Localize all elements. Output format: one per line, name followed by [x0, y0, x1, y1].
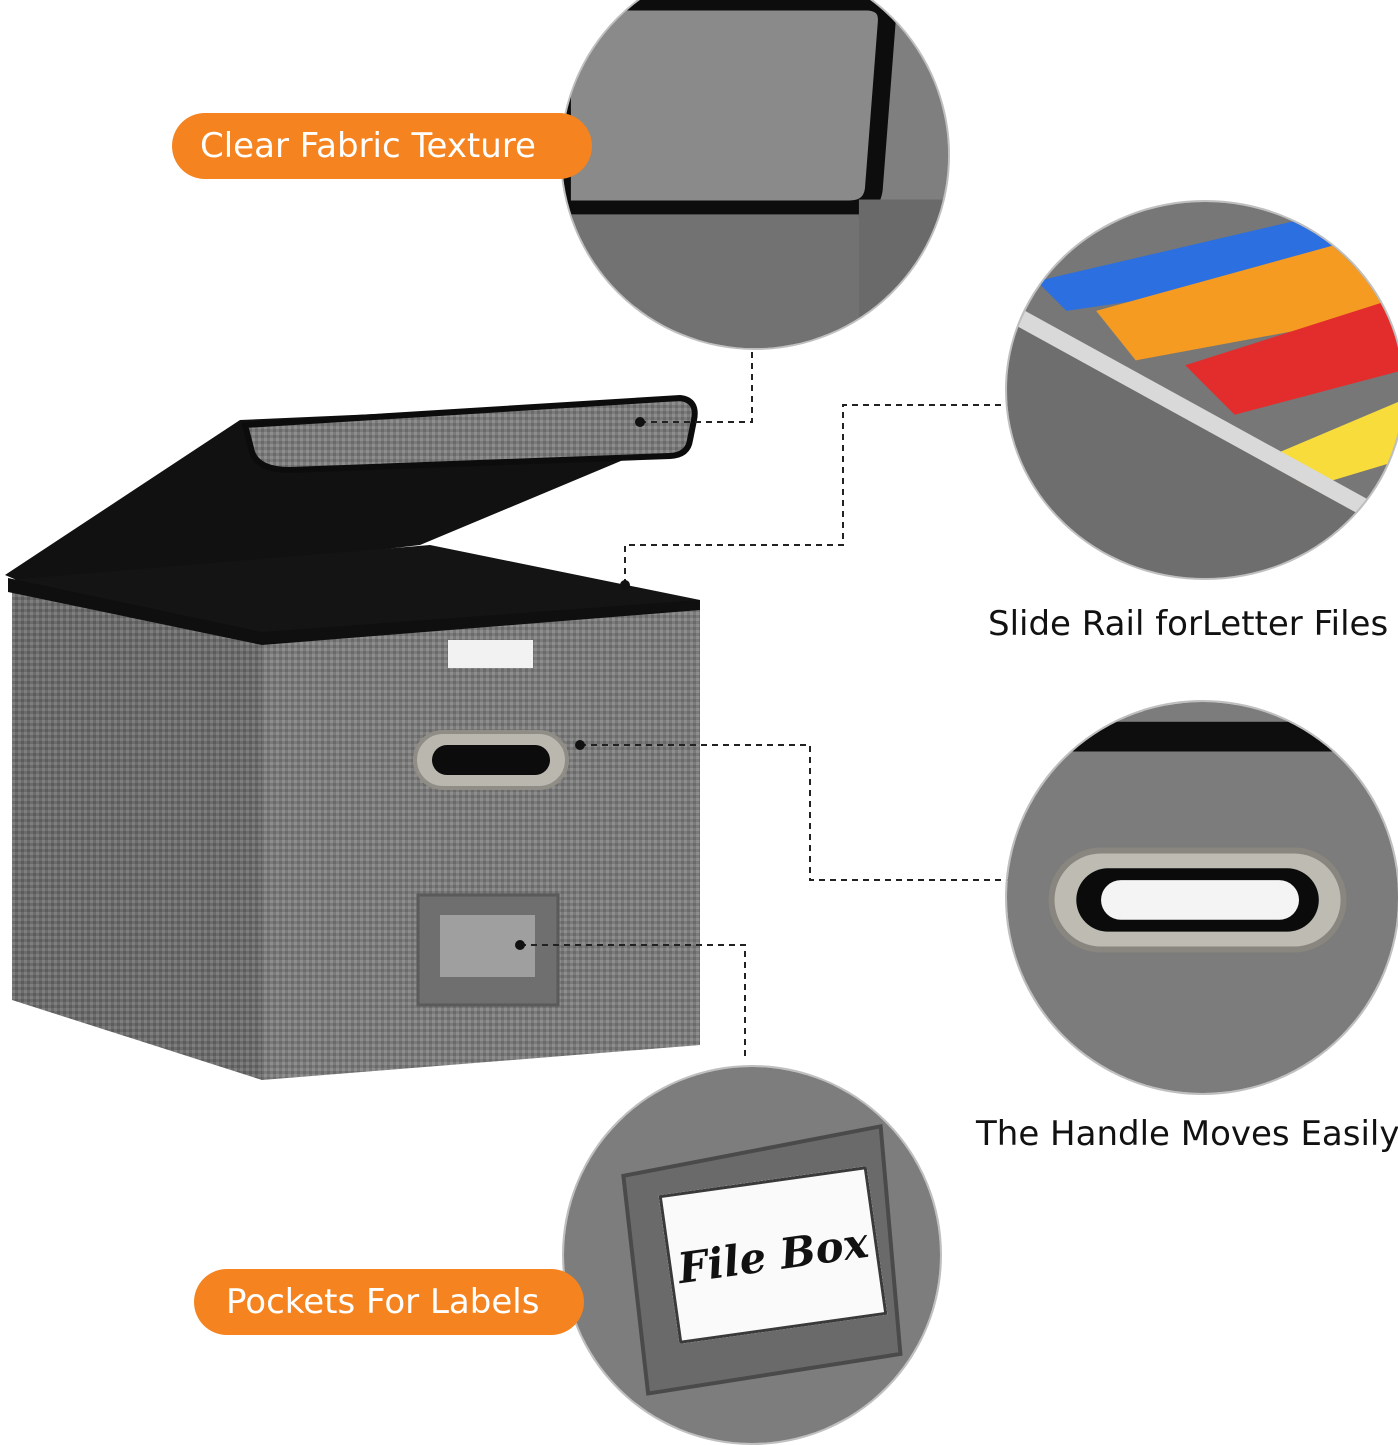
caption-handle: The Handle Moves Easily — [976, 1114, 1398, 1154]
callout-label-pockets: Pockets For Labels — [194, 1269, 584, 1335]
box-front-face — [262, 605, 700, 1080]
slide-rail-closeup — [1005, 200, 1398, 580]
lid-flap — [241, 394, 698, 474]
top-label-tab — [448, 640, 533, 668]
box-side-face — [12, 590, 262, 1080]
callout-fabric-texture: Clear Fabric Texture — [172, 113, 592, 179]
caption-slide-rail: Slide Rail forLetter Files — [988, 604, 1389, 644]
handle-closeup — [1005, 700, 1398, 1095]
product-infographic: File Box Clear Fabric Texture Pockets Fo… — [5, 0, 1398, 1445]
file-box-illustration — [5, 330, 1008, 1080]
file-box-label-card: File Box — [658, 1166, 888, 1344]
fabric-texture-closeup — [560, 0, 950, 350]
leader-lines — [520, 330, 1008, 1060]
